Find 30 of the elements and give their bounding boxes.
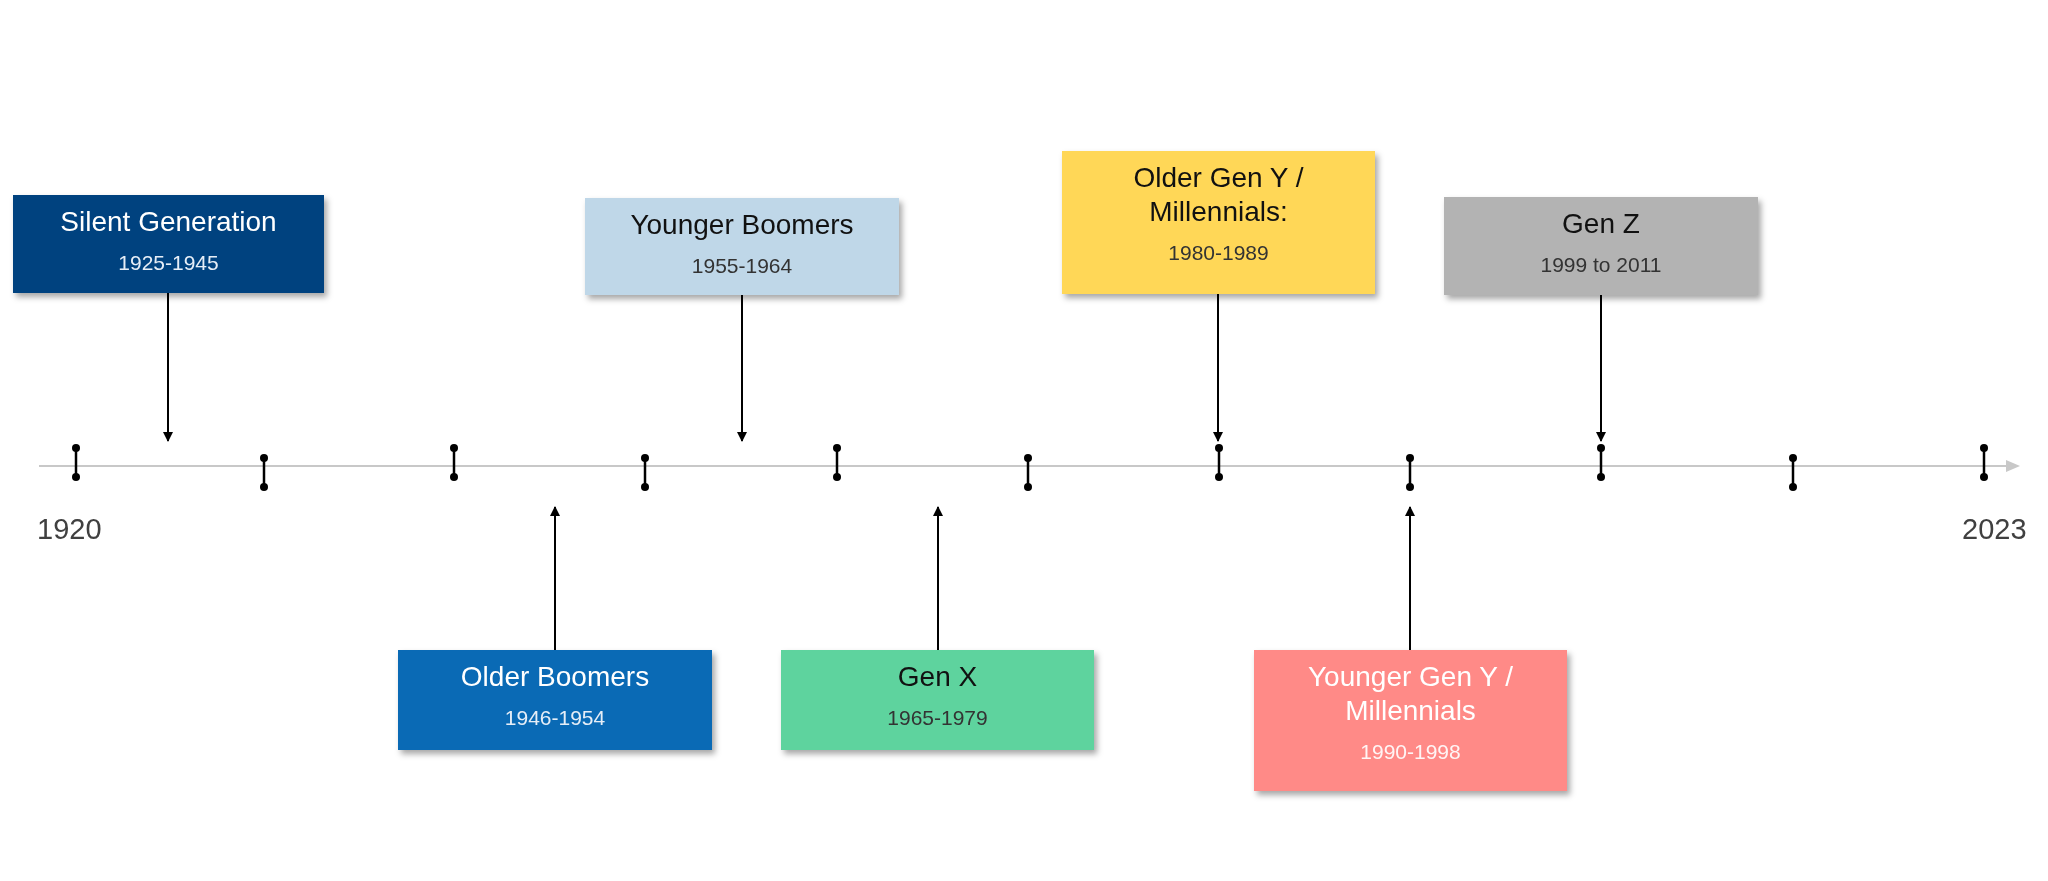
year-range: 1925-1945 (118, 250, 219, 276)
generation-box (1444, 197, 1758, 295)
arrow (933, 506, 943, 651)
year-range: 1990-1998 (1360, 739, 1461, 765)
arrow (1405, 506, 1415, 651)
generation-name: Older Gen Y / Millennials: (1132, 161, 1305, 229)
year-range: 1999 to 2011 (1540, 252, 1662, 278)
generation-name: Younger Boomers (630, 208, 854, 242)
generation-box (781, 650, 1094, 750)
arrow (1596, 294, 1606, 442)
generation-name: Gen Z (1562, 207, 1640, 241)
arrow (737, 294, 747, 442)
year-range: 1955-1964 (691, 253, 793, 279)
generation-box (1254, 650, 1567, 791)
year-label: 2023 (1962, 512, 2027, 547)
generation-name: Silent Generation (60, 205, 277, 239)
generation-box (398, 650, 712, 750)
year-range: 1965-1979 (887, 705, 988, 731)
year-label: 1920 (37, 512, 102, 547)
generation-box (1062, 151, 1375, 294)
generation-name: Gen X (897, 660, 978, 694)
arrow (163, 292, 173, 442)
generation-box (585, 198, 899, 295)
generation-box (13, 195, 324, 293)
generation-name: Older Boomers (460, 660, 650, 694)
generation-name: Younger Gen Y / Millennials (1307, 660, 1514, 728)
arrow (1213, 293, 1223, 442)
arrow (550, 506, 560, 651)
year-range: 1946-1954 (504, 705, 606, 731)
year-range: 1980-1989 (1168, 240, 1269, 266)
